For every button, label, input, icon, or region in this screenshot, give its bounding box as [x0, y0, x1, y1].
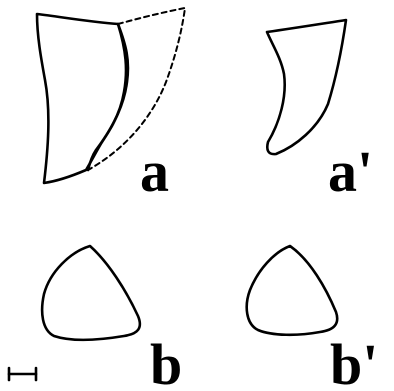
panel-label-b-prime: b' — [330, 332, 378, 391]
tooth-inner-edge-a — [86, 22, 128, 172]
cross-section-outline-b-prime — [245, 244, 339, 337]
tooth-outline-a — [35, 12, 130, 185]
tooth-reconstruction-a — [87, 6, 187, 171]
panel-b: b — [40, 244, 182, 391]
panel-b-prime: b' — [245, 244, 378, 391]
cross-section-outline-b — [40, 244, 142, 342]
scale-bar — [7, 366, 38, 382]
panel-a: a — [35, 6, 187, 204]
panel-label-b: b — [150, 332, 182, 391]
tooth-outline-a-prime — [265, 18, 348, 156]
panel-a-prime: a' — [265, 18, 373, 204]
panel-label-a: a — [140, 139, 169, 204]
panel-label-a-prime: a' — [328, 139, 373, 204]
